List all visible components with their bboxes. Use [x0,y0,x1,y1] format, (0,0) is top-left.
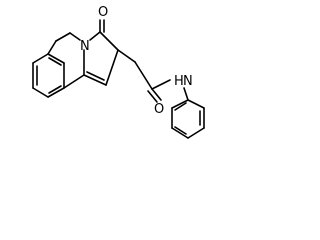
ring-nitrogen-label: N [80,39,90,54]
acetamide-chain [117,49,189,103]
dihydro-ring [47,32,85,89]
benzo-ring [32,53,65,98]
pyrrolone-ring [83,19,119,86]
amide-oxygen-label: O [154,102,164,117]
phenyl-ring [171,99,205,139]
structure-diagram: O N O H N [32,5,205,139]
molecule-drawing: O N O H N [32,5,205,139]
ring-oxygen-label: O [98,5,108,20]
amide-hydrogen-label: H [174,74,184,89]
amide-nitrogen-label: N [183,74,193,89]
